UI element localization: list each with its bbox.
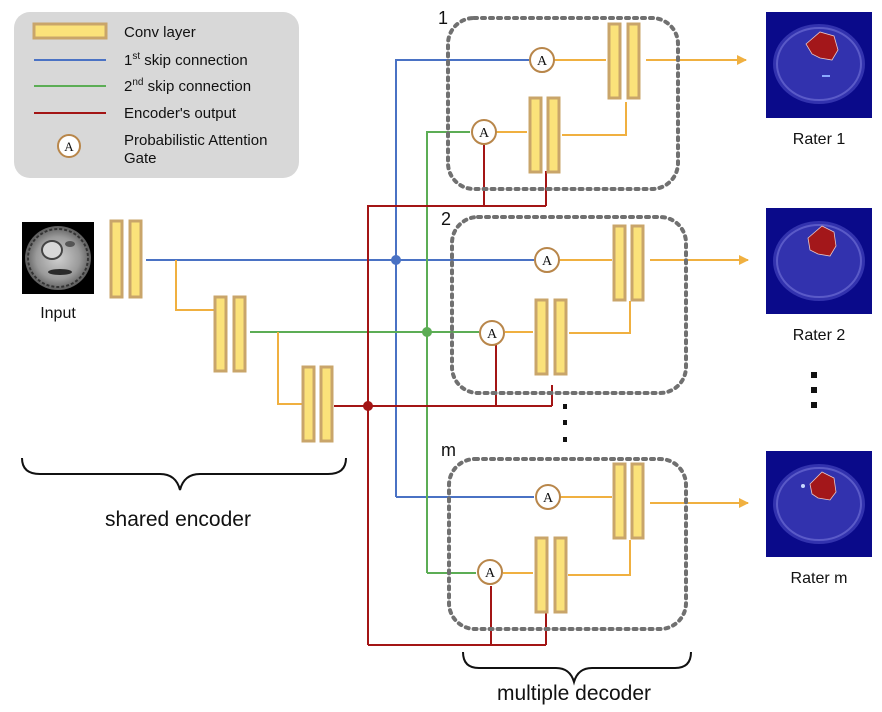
- svg-text:A: A: [479, 126, 490, 141]
- decoder-m-conv-upper: [612, 462, 645, 540]
- legend-attention-label-line2: Gate: [124, 150, 157, 167]
- svg-text:A: A: [485, 566, 496, 581]
- rater-2-label: Rater 2: [793, 327, 846, 344]
- legend: Conv layer 1st skip connection 2nd skip …: [14, 12, 299, 178]
- decoder-ellipsis-dots: [563, 404, 567, 442]
- decoder-2-index: 2: [441, 209, 451, 229]
- shared-encoder-brace: [21, 457, 347, 491]
- encoder-conv-block-3: [301, 365, 334, 443]
- decoder-1-internal-lines: [496, 59, 627, 136]
- skip-connection-1-lines: [146, 59, 534, 498]
- decoder-m-index: m: [441, 440, 456, 460]
- rater-ellipsis-dots: [811, 372, 817, 408]
- decoder-1-attention-gate-lower: A: [471, 119, 497, 145]
- svg-text:A: A: [543, 491, 554, 506]
- legend-conv-swatch: [32, 22, 108, 40]
- decoder-2-attention-gate-upper: A: [534, 247, 560, 273]
- decoder-m-conv-lower: [534, 536, 568, 614]
- decoder-1-conv-lower: [528, 96, 561, 174]
- legend-attention-gate-icon: A: [57, 134, 81, 158]
- encoder-downsample-lines: [175, 260, 302, 405]
- input-mri-image: [22, 222, 94, 294]
- legend-skip2-label: 2nd skip connection: [124, 77, 251, 95]
- legend-conv-label: Conv layer: [124, 24, 196, 41]
- decoder-m-attention-gate-upper: A: [535, 484, 561, 510]
- legend-attention-label-line1: Probabilistic Attention: [124, 132, 267, 149]
- decoder-1-attention-gate-upper: A: [529, 47, 555, 73]
- encoder-output-junction-dot: [363, 401, 373, 411]
- decoder-2-internal-lines: [505, 259, 631, 334]
- decoder-1-conv-upper: [607, 22, 641, 100]
- svg-text:A: A: [487, 327, 498, 342]
- rater-m-label: Rater m: [791, 570, 848, 587]
- rater-1-segmentation-image: [766, 12, 872, 118]
- svg-text:A: A: [64, 139, 74, 154]
- skip2-junction-dot: [422, 327, 432, 337]
- svg-text:A: A: [542, 254, 553, 269]
- multiple-decoder-label: multiple decoder: [497, 682, 651, 705]
- rater-1-label: Rater 1: [793, 131, 846, 148]
- multiple-decoder-brace: [462, 651, 692, 686]
- decoder-2-conv-lower: [534, 298, 568, 376]
- rater-2-segmentation-image: [766, 208, 872, 314]
- svg-text:A: A: [537, 54, 548, 69]
- input-label: Input: [40, 305, 76, 322]
- decoder-m-attention-gate-lower: A: [477, 559, 503, 585]
- legend-skip1-label: 1st skip connection: [124, 51, 248, 69]
- decoder-m-box: [447, 457, 688, 631]
- skip1-junction-dot: [391, 255, 401, 265]
- decoder-2-attention-gate-lower: A: [479, 320, 505, 346]
- encoder-conv-block-1: [109, 219, 143, 299]
- skip-connection-2-lines: [250, 131, 479, 574]
- decoder-1-index: 1: [438, 8, 448, 28]
- legend-background: [14, 12, 299, 178]
- decoder-m-internal-lines: [503, 496, 631, 576]
- decoder-1-box: [446, 16, 680, 191]
- rater-m-segmentation-image: [766, 451, 872, 557]
- decoder-2-conv-upper: [612, 224, 645, 302]
- encoder-conv-block-2: [213, 295, 247, 373]
- decoder-2-box: [450, 215, 688, 395]
- shared-encoder-label: shared encoder: [105, 508, 251, 531]
- legend-encoder-output-label: Encoder's output: [124, 105, 237, 122]
